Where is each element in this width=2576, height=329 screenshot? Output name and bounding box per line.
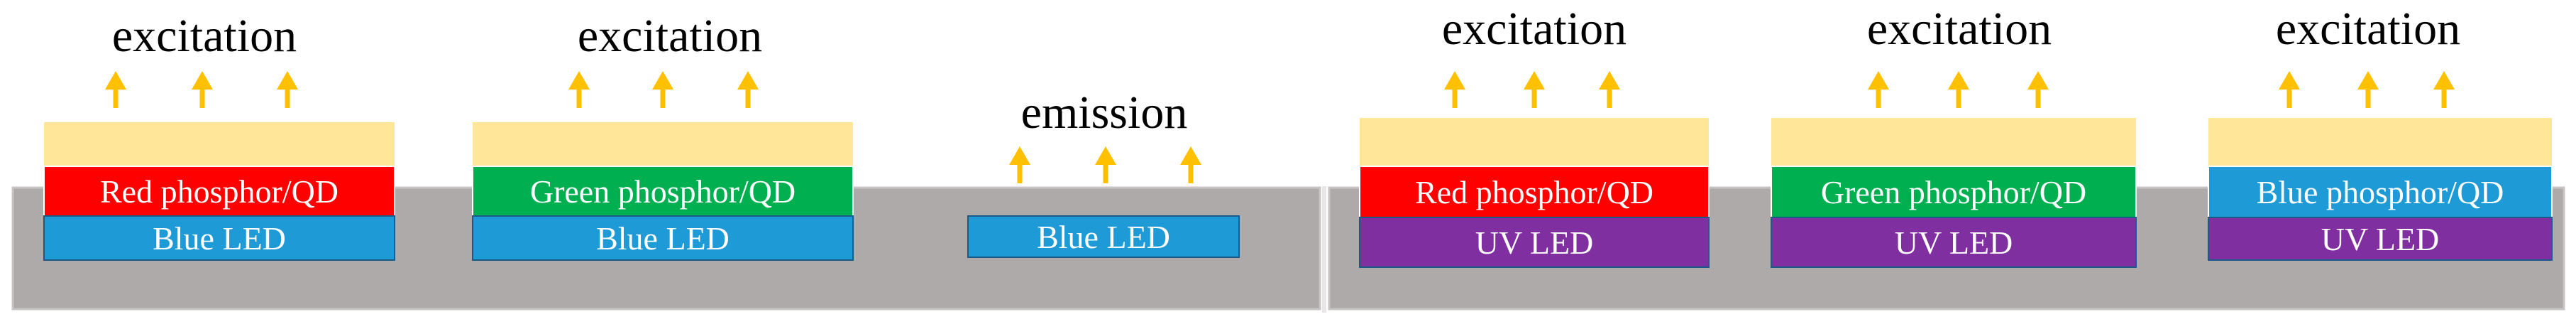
up-arrow-icon [1599,71,1620,108]
led-chip [2208,217,2553,261]
phosphor-label: Red phosphor/QD [100,173,338,210]
top-encapsulation-layer [44,122,395,166]
top-encapsulation-layer [473,122,853,166]
top-encapsulation-layer [2208,118,2552,166]
device-caption: excitation [2276,3,2460,55]
panels-layer [11,186,2565,313]
led-label: UV LED [2321,221,2440,257]
phosphor-layer [2208,166,2553,218]
up-arrow-icon [2357,71,2379,108]
led-chip [43,215,395,261]
up-arrow-icon [1444,71,1465,108]
up-arrow-icon [2279,71,2300,108]
led-chip [472,215,854,261]
up-arrow-icon [2027,71,2049,108]
up-arrow-icon [1009,146,1030,183]
phosphor-label: Red phosphor/QD [1415,174,1653,210]
led-chip [967,215,1240,258]
phosphor-layer [472,166,854,217]
up-arrow-icon [652,71,673,108]
phosphor-label: Green phosphor/QD [530,173,796,210]
device-caption: excitation [578,10,762,62]
led-label: UV LED [1895,225,2013,261]
led-chip [1771,217,2137,268]
up-arrow-icon [1948,71,1969,108]
led-chip [1359,217,1710,268]
device-caption: emission [1021,87,1188,139]
up-arrow-icon [1095,146,1116,183]
phosphor-label: Blue phosphor/QD [2257,174,2504,210]
phosphor-layer [1771,166,2137,218]
device-caption: excitation [1442,3,1626,55]
up-arrow-icon [2433,71,2455,108]
up-arrow-icon [568,71,590,108]
led-label: Blue LED [1037,219,1170,255]
up-arrow-icon [105,71,126,108]
led-label: Blue LED [153,220,286,257]
up-arrow-icon [737,71,759,108]
device-caption: excitation [112,10,297,62]
led-label: Blue LED [596,220,730,257]
up-arrow-icon [1868,71,1889,108]
top-encapsulation-layer [1771,118,2136,166]
up-arrow-icon [1524,71,1545,108]
up-arrow-icon [277,71,298,108]
device-caption: excitation [1867,3,2052,55]
top-encapsulation-layer [1360,118,1709,166]
led-label: UV LED [1475,225,1594,261]
phosphor-label: Green phosphor/QD [1821,174,2086,210]
up-arrow-icon [1180,146,1201,183]
up-arrow-icon [192,71,213,108]
